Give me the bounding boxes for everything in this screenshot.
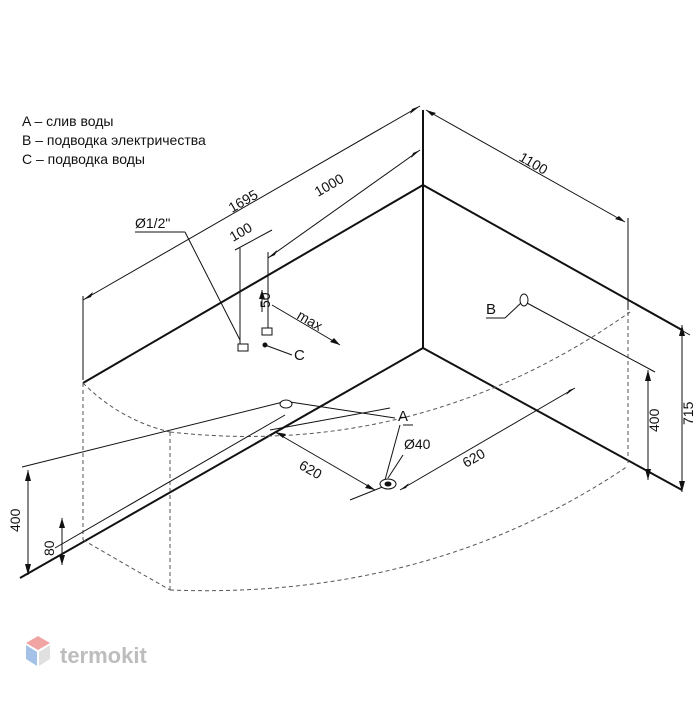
arrow-715-top xyxy=(679,325,685,336)
tub-front-curve-top xyxy=(82,382,171,433)
label-100: 100 xyxy=(227,219,255,245)
dim-ext-715-top xyxy=(627,299,691,336)
marker-labels: A B C xyxy=(294,301,496,425)
arrow-620-left-end xyxy=(365,484,375,490)
water-pipe-right-icon xyxy=(261,327,273,336)
leader-c xyxy=(264,344,293,356)
label-max: max xyxy=(295,307,326,334)
dim-ext-620-left xyxy=(269,407,391,431)
legend-item-a: A – слив воды xyxy=(22,113,113,129)
water-supply-point-icon xyxy=(262,342,268,348)
floor-drain-center-icon xyxy=(384,481,392,487)
arrow-400-left-top xyxy=(25,470,31,481)
arrow-620-left-start xyxy=(275,432,286,438)
dim-ext-400-left-top xyxy=(21,401,284,468)
label-620-right: 620 xyxy=(460,445,488,471)
marker-c: C xyxy=(294,347,305,364)
arrow-1000-left xyxy=(268,250,277,258)
arrow-1000-right xyxy=(411,150,420,158)
leader-drain-diameter xyxy=(387,454,404,479)
water-pipe-left-icon xyxy=(237,343,249,352)
back-wall-top-edge xyxy=(82,184,424,384)
top-drain-fitting-icon xyxy=(279,399,293,409)
dim-ext-80-top xyxy=(54,414,286,549)
legend-item-b: B – подводка электричества xyxy=(22,132,206,148)
label-620-left: 620 xyxy=(297,457,325,483)
termokit-logo-icon xyxy=(26,636,50,666)
arrow-400-left-bottom xyxy=(25,564,31,575)
fittings xyxy=(237,293,529,490)
label-pipe-diameter: Ø1/2" xyxy=(135,215,170,231)
dim-line-1000 xyxy=(267,149,421,259)
side-wall-floor-edge xyxy=(422,347,683,491)
label-1000: 1000 xyxy=(312,170,347,200)
label-715: 715 xyxy=(680,401,696,425)
arrow-400-right-bottom xyxy=(645,469,651,480)
arrow-1695-left xyxy=(83,292,93,300)
tub-outline xyxy=(82,311,631,592)
label-1100: 1100 xyxy=(517,149,551,178)
watermark: termokit xyxy=(26,636,147,668)
label-drain-diameter: Ø40 xyxy=(404,436,431,452)
arrowheads xyxy=(25,106,685,575)
leader-a-floor-drain xyxy=(384,424,401,481)
electric-socket-icon xyxy=(519,293,529,307)
arrow-1695-right xyxy=(410,106,420,114)
leader-pipe-diameter xyxy=(184,231,241,341)
tub-rim-arc xyxy=(169,311,631,437)
leader-b xyxy=(504,301,523,319)
arrow-715-bottom xyxy=(679,481,685,492)
label-400-left: 400 xyxy=(7,508,23,532)
label-50: 50 xyxy=(257,292,273,308)
dim-line-620-right xyxy=(399,387,576,491)
dimension-labels: 1695 1000 1100 100 50 max Ø1/2" Ø40 620 … xyxy=(7,149,696,556)
marker-a: A xyxy=(398,408,408,425)
dim-line-1100 xyxy=(425,109,626,223)
label-80: 80 xyxy=(41,540,57,556)
walls xyxy=(19,110,683,579)
arrow-400-right-top xyxy=(645,370,651,381)
tub-left-floor-edge xyxy=(82,539,171,591)
legend-item-c: C – подводка воды xyxy=(22,151,145,167)
leader-a-top-drain xyxy=(289,401,396,419)
arrow-80-bottom xyxy=(59,555,65,565)
label-400-right: 400 xyxy=(646,408,662,432)
label-1695: 1695 xyxy=(226,186,261,216)
arrow-620-right-end xyxy=(566,388,575,395)
dim-line-max xyxy=(271,304,341,346)
arrow-620-right-start xyxy=(400,483,409,490)
dim-line-620-left xyxy=(274,431,376,491)
dimension-lines xyxy=(21,105,691,575)
dim-line-1695 xyxy=(82,105,421,301)
arrow-50-top xyxy=(259,290,265,299)
watermark-text: termokit xyxy=(60,643,147,668)
back-wall-floor-edge xyxy=(19,347,424,579)
tub-floor-arc xyxy=(169,465,629,592)
dim-line-100 xyxy=(234,229,273,251)
arrow-80-top xyxy=(59,518,65,528)
dim-ext-400-right-top xyxy=(526,302,656,373)
legend: A – слив воды B – подводка электричества… xyxy=(22,113,206,167)
arrow-max xyxy=(330,338,340,345)
marker-b: B xyxy=(486,301,496,318)
arrow-1100-left xyxy=(426,110,436,116)
arrow-1100-right xyxy=(615,216,625,222)
